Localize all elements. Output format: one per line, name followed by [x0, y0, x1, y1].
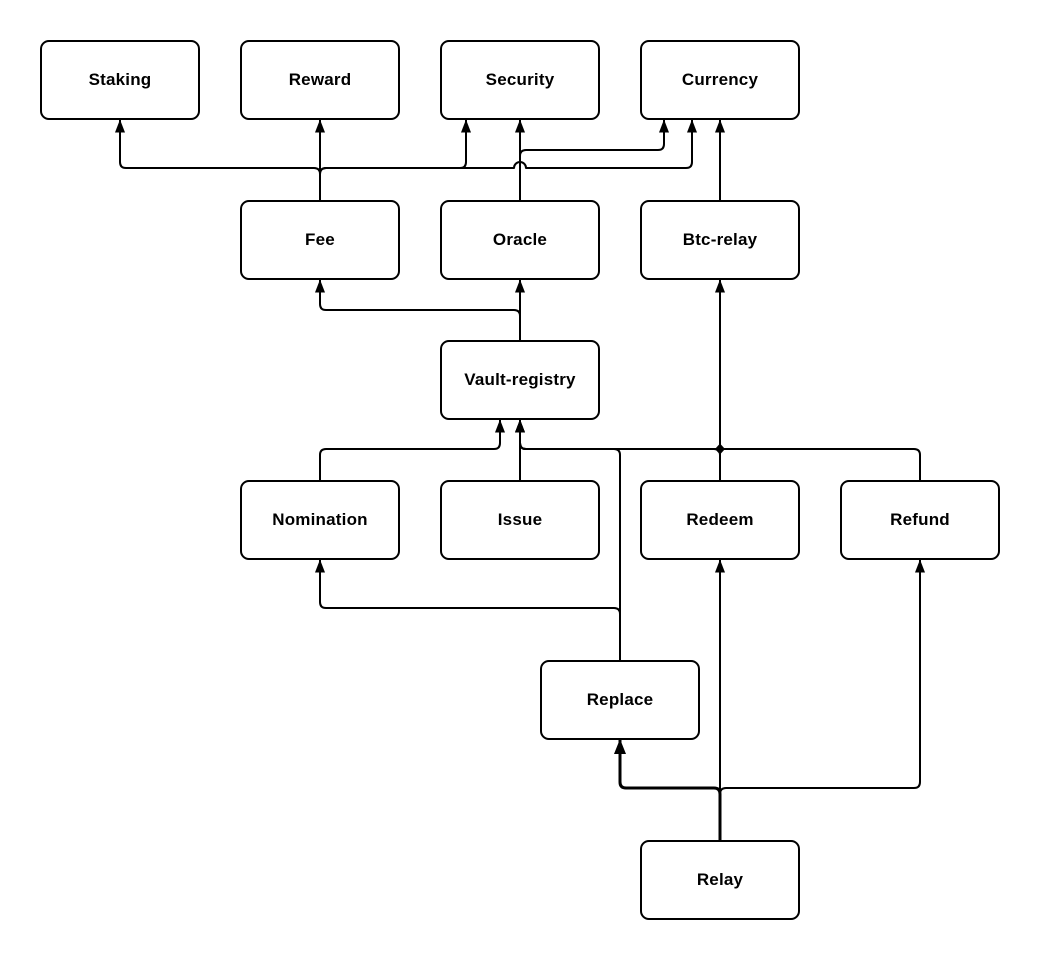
node-label: Currency	[681, 70, 759, 89]
edge-replace-nomination	[315, 559, 621, 660]
edge-nomination-vault-registry	[319, 419, 505, 480]
node-label: Reward	[288, 70, 352, 89]
node-label: Redeem	[686, 510, 754, 529]
node-replace[interactable]: Replace	[540, 660, 700, 740]
node-label: Nomination	[272, 510, 368, 529]
node-reward[interactable]: Reward	[240, 40, 400, 120]
node-label: Replace	[586, 690, 654, 709]
edge-fee-security	[319, 119, 471, 200]
node-issue[interactable]: Issue	[440, 480, 600, 560]
edge-fee-currency	[319, 119, 697, 200]
node-label: Oracle	[492, 230, 548, 249]
node-label: Btc-relay	[682, 230, 758, 249]
node-oracle[interactable]: Oracle	[440, 200, 600, 280]
node-relay[interactable]: Relay	[640, 840, 800, 920]
node-fee[interactable]: Fee	[240, 200, 400, 280]
node-nomination[interactable]: Nomination	[240, 480, 400, 560]
node-staking[interactable]: Staking	[40, 40, 200, 120]
node-vault-registry[interactable]: Vault-registry	[440, 340, 600, 420]
junction-dot	[715, 443, 725, 455]
node-label: Staking	[88, 70, 152, 89]
node-label: Relay	[696, 870, 744, 889]
node-label: Vault-registry	[464, 370, 576, 389]
node-redeem[interactable]: Redeem	[640, 480, 800, 560]
node-currency[interactable]: Currency	[640, 40, 800, 120]
edge-relay-refund	[719, 559, 925, 840]
edge-fee-staking	[115, 119, 321, 200]
node-btc-relay[interactable]: Btc-relay	[640, 200, 800, 280]
node-refund[interactable]: Refund	[840, 480, 1000, 560]
edge-relay-replace	[614, 739, 722, 840]
node-label: Security	[485, 70, 555, 89]
edge-oracle-currency	[519, 119, 669, 200]
edge-vault-registry-fee	[315, 279, 521, 340]
node-label: Refund	[890, 510, 950, 529]
node-label: Fee	[305, 230, 335, 249]
node-security[interactable]: Security	[440, 40, 600, 120]
edge-replace-vault-registry	[515, 419, 621, 660]
node-label: Issue	[497, 510, 543, 529]
